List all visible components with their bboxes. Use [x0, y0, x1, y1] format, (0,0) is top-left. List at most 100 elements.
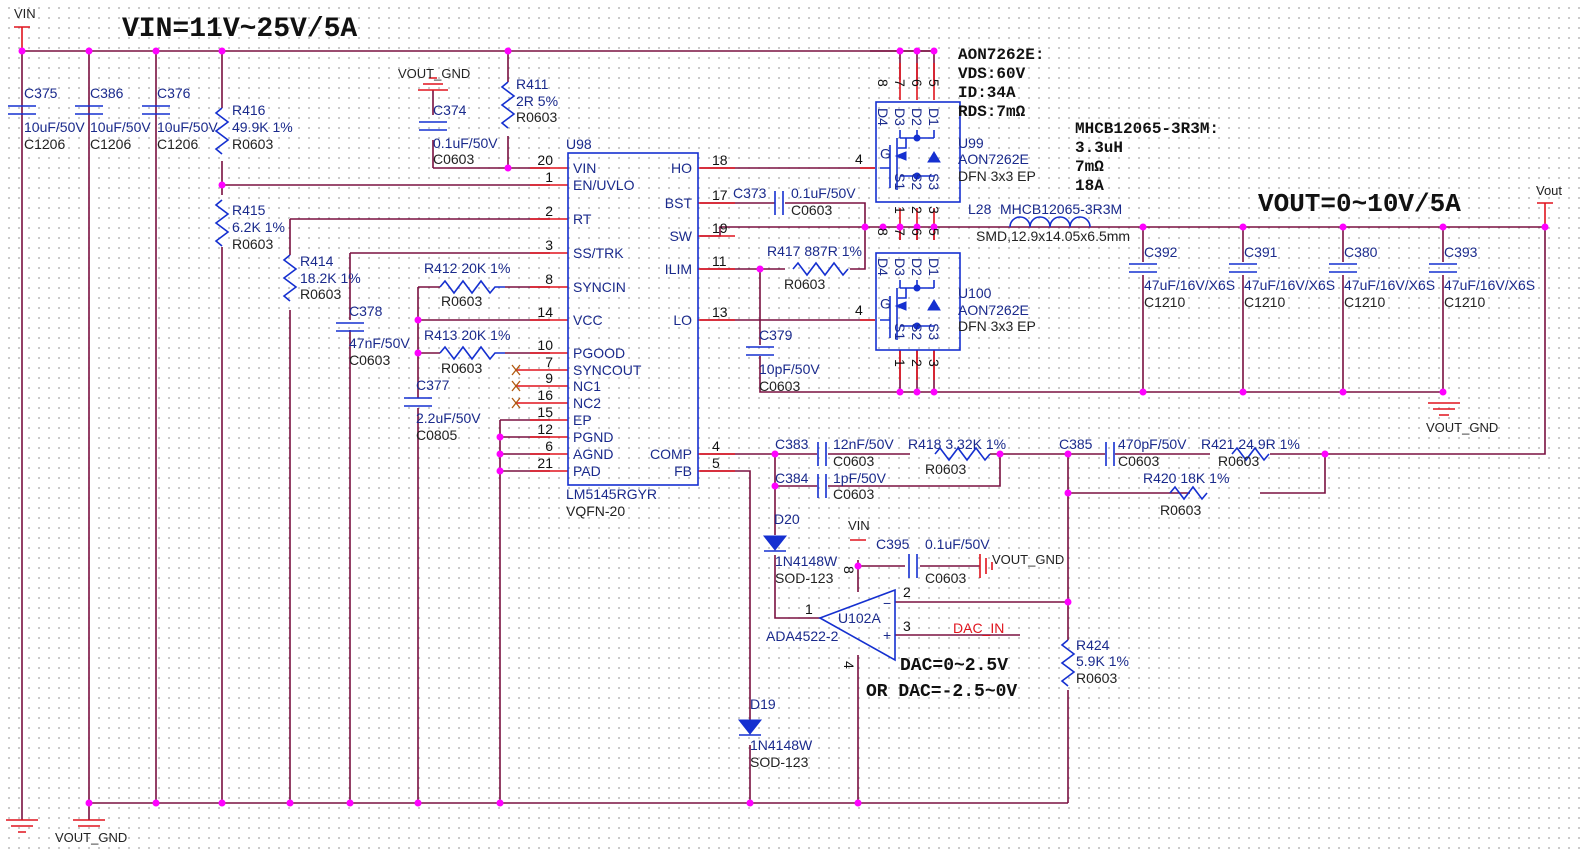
wire-ss — [349, 252, 550, 803]
ref-label: C380 — [1344, 244, 1378, 260]
ref-label: C393 — [1444, 244, 1478, 260]
r415[interactable]: R415 6.2K 1% R0603 — [232, 202, 285, 252]
pin-number: 20 — [537, 152, 553, 168]
pin-name: VIN — [573, 160, 596, 176]
vin-spec-note: VIN=11V~25V/5A — [122, 14, 357, 45]
pin-name: PGOOD — [573, 345, 625, 361]
pin-number-out: 1 — [805, 601, 813, 617]
pin-name: BST — [665, 195, 693, 211]
r424[interactable]: R424 5.9K 1% R0603 — [1076, 637, 1129, 686]
d20-diode[interactable]: D20 1N4148W SOD-123 — [774, 511, 838, 586]
d19-diode[interactable]: D19 1N4148W SOD-123 — [750, 696, 813, 770]
pin-number: 4 — [712, 438, 720, 454]
wire-opamp-out — [774, 555, 820, 619]
source-pin-label: S3 — [926, 173, 942, 190]
c384[interactable]: C384 1pF/50V C0603 — [775, 470, 887, 502]
pin-number-inv: 2 — [903, 584, 911, 600]
r416[interactable]: R416 49.9K 1% R0603 — [232, 102, 293, 152]
pin-number: 13 — [712, 304, 728, 320]
c395[interactable]: C395 0.1uF/50V C0603 — [876, 536, 990, 586]
ref-label: L28 — [968, 201, 992, 217]
r417[interactable]: R417 887R 1% R0603 — [767, 243, 862, 292]
pin-number: 18 — [712, 152, 728, 168]
c393[interactable]: C393 47uF/16V/X6S C1210 — [1444, 244, 1535, 310]
l28-inductor[interactable]: L28 MHCB12065-3R3M SMD,12.9x14.05x6.5mm — [968, 201, 1130, 244]
pin-number: 7 — [545, 354, 553, 370]
u102a-opamp[interactable]: U102A ADA4522-2 1 2 3 8 4 − + — [766, 566, 911, 669]
vout-spec-note: VOUT=0~10V/5A — [1258, 189, 1461, 219]
pin-name: NC2 — [573, 395, 601, 411]
value-label: 1pF/50V — [833, 470, 887, 486]
ref-label: C395 — [876, 536, 910, 552]
value-label: 6.2K 1% — [232, 219, 285, 235]
pin-number-vpos: 8 — [841, 566, 857, 574]
c378[interactable]: C378 47nF/50V C0603 — [349, 303, 410, 368]
drain-pin-number: 6 — [909, 228, 925, 236]
pin-name: HO — [671, 160, 692, 176]
note-line: AON7262E: — [958, 46, 1044, 64]
package-label: R0603 — [441, 293, 482, 309]
inverting-input-sign: − — [883, 595, 891, 611]
r418[interactable]: R418 3.32K 1% R0603 — [908, 436, 1006, 477]
drain-pin-number: 5 — [926, 79, 942, 87]
drain-pin-number: 8 — [875, 228, 891, 236]
ref-label: C379 — [759, 327, 793, 343]
c386[interactable]: C386 10uF/50V C1206 — [90, 85, 151, 152]
c379[interactable]: C379 10pF/50V C0603 — [759, 327, 820, 394]
ref-label: R412 20K 1% — [424, 260, 510, 276]
drain-pin-label: D3 — [892, 258, 908, 276]
c376[interactable]: C376 10uF/50V C1206 — [157, 85, 218, 152]
c373[interactable]: C373 0.1uF/50V C0603 — [733, 185, 856, 218]
no-connect-marks — [511, 364, 521, 409]
pin-number: 8 — [545, 271, 553, 287]
wire-fb-network — [1000, 453, 1326, 494]
net-label-vout-gnd-c395: VOUT_GND — [992, 552, 1064, 567]
value-label: 10pF/50V — [759, 361, 820, 377]
note-line: RDS:7mΩ — [958, 103, 1026, 121]
c375[interactable]: C375 10uF/50V C1206 — [24, 85, 85, 152]
junction-dots — [18, 47, 1549, 807]
c380[interactable]: C380 47uF/16V/X6S C1210 — [1344, 244, 1435, 310]
c377[interactable]: C377 2.2uF/50V C0805 — [416, 377, 481, 443]
package-label: SMD,12.9x14.05x6.5mm — [976, 228, 1130, 244]
r420[interactable]: R420 18K 1% R0603 — [1143, 470, 1229, 518]
ref-label: C383 — [775, 436, 809, 452]
r411[interactable]: R411 2R 5% R0603 — [516, 76, 558, 125]
c392[interactable]: C392 47uF/16V/X6S C1210 — [1144, 244, 1235, 310]
resistor-symbols — [214, 81, 1270, 687]
source-pin-number: 3 — [926, 206, 942, 214]
pin-number: 11 — [712, 253, 727, 269]
value-label: 470pF/50V — [1118, 436, 1187, 452]
c385[interactable]: C385 470pF/50V C0603 — [1059, 436, 1187, 469]
package-label: C1210 — [1444, 294, 1485, 310]
c391[interactable]: C391 47uF/16V/X6S C1210 — [1244, 244, 1335, 310]
pin-number: 5 — [712, 455, 720, 471]
part-label: ADA4522-2 — [766, 628, 839, 644]
c374[interactable]: C374 0.1uF/50V C0603 — [433, 102, 498, 167]
r412[interactable]: R412 20K 1% R0603 — [424, 260, 510, 309]
r421[interactable]: R421 24.9R 1% R0603 — [1201, 436, 1300, 469]
c383[interactable]: C383 12nF/50V C0603 — [775, 436, 894, 469]
note-line: 18A — [1075, 177, 1104, 195]
package-label: R0603 — [232, 136, 273, 152]
part-label: 1N4148W — [750, 737, 813, 753]
ref-label: D19 — [750, 696, 776, 712]
r413[interactable]: R413 20K 1% R0603 — [424, 327, 510, 376]
source-pin-number: 1 — [892, 206, 908, 214]
drain-pin-label: D3 — [892, 108, 908, 126]
value-label: 0.1uF/50V — [791, 185, 856, 201]
source-pin-label: S2 — [909, 173, 925, 190]
r414[interactable]: R414 18.2K 1% R0603 — [300, 253, 361, 302]
package-label: C0603 — [833, 453, 874, 469]
pin-number-vneg: 4 — [841, 661, 857, 669]
package-label: R0603 — [925, 461, 966, 477]
wire-ground-pins — [499, 419, 550, 803]
net-label-vin-opamp: VIN — [848, 518, 870, 533]
nc-syncout — [511, 364, 521, 376]
pin-name: SS/TRK — [573, 245, 624, 261]
